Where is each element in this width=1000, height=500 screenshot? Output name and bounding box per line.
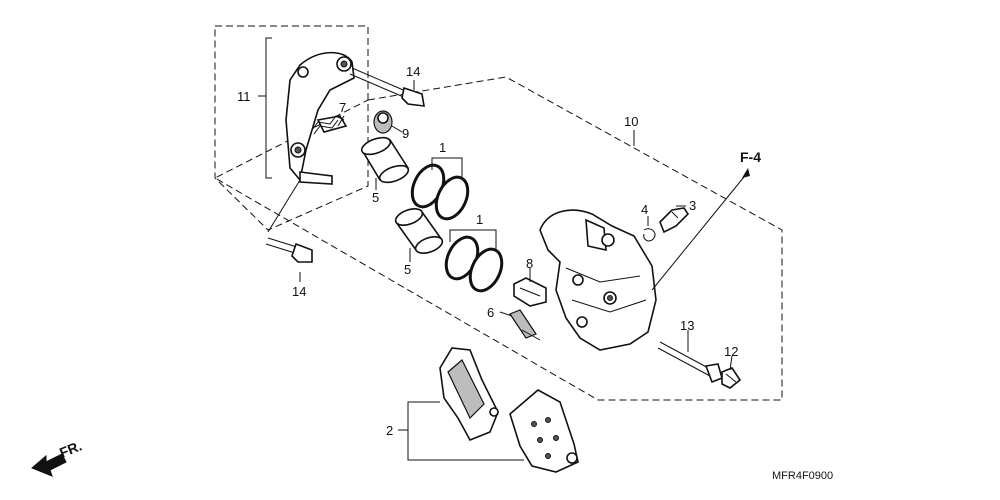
seal-set-upper-part [410,163,470,221]
callout-14-bottom: 14 [292,284,306,299]
callout-12: 12 [724,344,738,359]
plug-part-12 [721,367,742,389]
front-label: FR. [57,437,84,460]
pin-part-8 [513,277,547,307]
cap-part-4 [643,228,656,242]
bracket-11 [265,37,272,179]
diagram-code: MFR4F0900 [772,470,833,482]
pad-pin-part-13 [657,341,723,384]
callout-5-lower: 5 [404,262,411,277]
callout-5-upper: 5 [372,190,379,205]
pad-front-part [509,389,579,473]
leader-lines [258,80,733,461]
callout-2: 2 [386,423,393,438]
bolt-top-part [349,67,425,107]
piston-lower-part [394,208,444,254]
callout-1-lower: 1 [476,212,483,227]
front-direction-arrow [31,453,67,477]
caliper-body-part [539,209,657,351]
pad-spring-part [311,115,345,135]
caliper-bracket-part [285,51,355,185]
callout-8: 8 [526,256,533,271]
callout-1-upper: 1 [439,140,446,155]
boot-part-9 [373,110,393,134]
callout-10: 10 [624,114,638,129]
f4-reference-label: F-4 [740,149,761,165]
callout-4: 4 [641,202,648,217]
piston-upper-part [360,136,410,184]
bolt-bottom-part [265,237,313,263]
leader-bolt-bottom [267,179,301,233]
callout-6: 6 [487,305,494,320]
callout-14-top: 14 [406,64,420,79]
seal-set-lower-part [444,235,504,293]
bleeder-part-3 [659,207,690,234]
callout-11: 11 [237,89,251,104]
pad-rear-part [439,347,499,442]
bracket-group-outline [214,25,369,231]
f4-reference-arrow [651,168,750,291]
callout-7: 7 [339,100,346,115]
callout-13: 13 [680,318,694,333]
clip-part-6 [509,309,541,341]
callout-3: 3 [689,198,696,213]
callout-9: 9 [402,126,409,141]
